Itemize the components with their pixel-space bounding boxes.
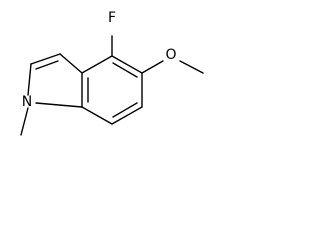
bond-n1-c2	[27, 63, 32, 96]
fluorine-atom-label: F	[108, 10, 116, 26]
bond-c4-c5-double	[112, 62, 138, 78]
molecule-structure: F O N	[20, 10, 204, 136]
bond-c4-c5	[111, 55, 143, 74]
bond-c2-c3-double	[35, 60, 59, 70]
oxygen-atom-label: O	[165, 47, 176, 63]
bond-c5-o	[141, 60, 164, 74]
bond-c7a-n1	[35, 102, 83, 108]
bond-c7-c7a	[81, 106, 113, 125]
bond-c2-c3	[30, 53, 61, 65]
bond-c6-c7	[111, 106, 143, 125]
bond-c3a-c4	[81, 55, 113, 74]
bond-c3-c3a	[59, 53, 83, 74]
bond-n-methyl	[20, 107, 29, 136]
nitrogen-atom-label: N	[22, 94, 32, 110]
bond-o-methyl	[179, 60, 204, 74]
bond-c6-c7-double	[112, 102, 138, 118]
